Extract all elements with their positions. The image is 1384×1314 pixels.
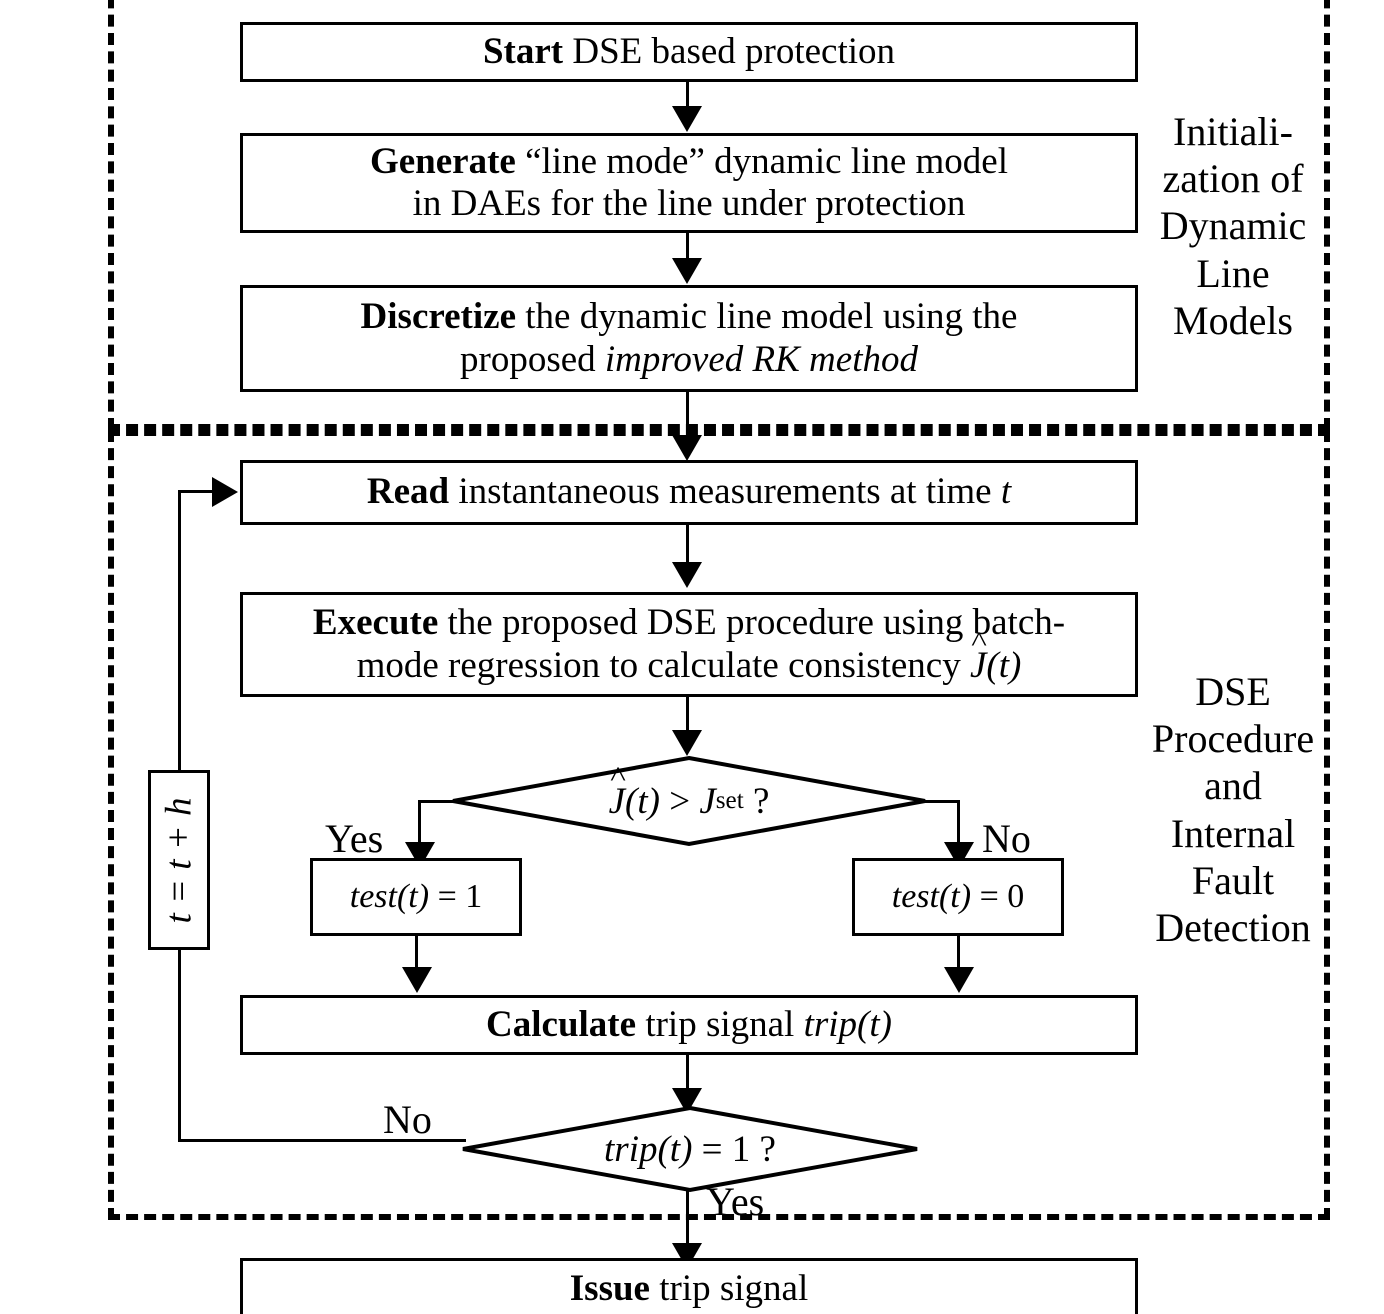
group-dse-line-6: Detection	[1155, 904, 1311, 950]
edge-decision-no-horizontal	[924, 800, 960, 803]
edge-trip-no-into-read	[178, 490, 216, 493]
edge-decision-yes-vertical	[418, 800, 421, 848]
edge-label-yes-left: Yes	[325, 816, 384, 861]
node-discretize-text: Discretize the dynamic line model using …	[360, 296, 1018, 380]
group-init-line-2: zation of	[1162, 156, 1304, 202]
node-discretize[interactable]: Discretize the dynamic line model using …	[240, 285, 1138, 392]
group-dse-line-3: and	[1204, 763, 1262, 809]
node-start-text: Start DSE based protection	[482, 30, 896, 72]
group-init-line-5: Models	[1173, 297, 1293, 343]
arrowhead-test-zero-to-calculate	[944, 967, 974, 993]
node-execute[interactable]: Execute the proposed DSE procedure using…	[240, 592, 1138, 697]
node-calculate-text: Calculate trip signal trip(t)	[486, 1003, 892, 1045]
group-initialization-label: Initiali- zation of Dynamic Line Models	[1142, 108, 1324, 344]
group-dse-procedure-border	[108, 430, 1330, 1220]
edge-start-to-generate	[686, 82, 689, 110]
node-test-one-text: test(t) = 1	[349, 877, 483, 915]
arrowhead-discretize-to-read	[672, 435, 702, 461]
decision-trip-label: trip(t) = 1 ?	[604, 1128, 776, 1170]
arrowhead-read-to-execute	[672, 562, 702, 588]
node-calculate[interactable]: Calculate trip signal trip(t)	[240, 995, 1138, 1055]
node-issue-text: Issue trip signal	[569, 1267, 809, 1309]
edge-decision-no-vertical	[957, 800, 960, 848]
group-dse-line-4: Internal	[1170, 810, 1296, 856]
group-dse-line-1: DSE	[1195, 669, 1271, 714]
decision-trip-shape	[462, 1105, 918, 1193]
node-test-zero[interactable]: test(t) = 0	[852, 858, 1064, 936]
edge-generate-to-discretize	[686, 233, 689, 261]
edge-trip-no-horizontal	[178, 1139, 466, 1142]
node-execute-text: Execute the proposed DSE procedure using…	[303, 602, 1075, 686]
node-time-increment-text: t = t + h	[158, 797, 200, 923]
edge-calculate-to-decision-trip	[686, 1055, 689, 1095]
edge-test-zero-to-calculate	[957, 936, 960, 976]
group-init-line-3: Dynamic	[1159, 203, 1307, 249]
group-init-line-1: Initiali-	[1173, 109, 1293, 154]
edge-label-no-loopback: No	[383, 1097, 432, 1142]
edge-decision-yes-horizontal	[418, 800, 454, 803]
edge-test-one-to-calculate	[415, 936, 418, 976]
arrowhead-execute-to-decision-j	[672, 730, 702, 756]
edge-execute-to-decision-j	[686, 697, 689, 735]
arrowhead-generate-to-discretize	[672, 258, 702, 284]
edge-label-no-right: No	[982, 816, 1031, 861]
node-time-increment[interactable]: t = t + h	[148, 770, 210, 950]
node-issue[interactable]: Issue trip signal	[240, 1258, 1138, 1314]
decision-consistency-shape	[452, 755, 926, 847]
group-init-line-4: Line	[1196, 250, 1270, 296]
group-dse-line-5: Fault	[1191, 857, 1275, 903]
node-test-zero-text: test(t) = 0	[891, 877, 1025, 915]
edge-label-yes-down: Yes	[706, 1179, 765, 1224]
edge-read-to-execute	[686, 525, 689, 565]
edge-discretize-to-read	[686, 392, 689, 444]
arrowhead-test-one-to-calculate	[402, 967, 432, 993]
arrowhead-trip-no-into-read	[212, 477, 238, 507]
group-initialization-border	[108, 0, 1330, 430]
edge-trip-yes-vertical	[686, 1190, 689, 1250]
node-start[interactable]: Start DSE based protection	[240, 22, 1138, 82]
node-read-text: Read instantaneous measurements at time …	[366, 471, 1012, 513]
group-dse-line-2: Procedure	[1151, 716, 1315, 762]
arrowhead-start-to-generate	[672, 106, 702, 132]
node-read[interactable]: Read instantaneous measurements at time …	[240, 460, 1138, 525]
node-test-one[interactable]: test(t) = 1	[310, 858, 522, 936]
group-dse-procedure-label: DSE Procedure and Internal Fault Detecti…	[1142, 668, 1324, 951]
node-decision-trip[interactable]: trip(t) = 1 ?	[460, 1105, 920, 1193]
